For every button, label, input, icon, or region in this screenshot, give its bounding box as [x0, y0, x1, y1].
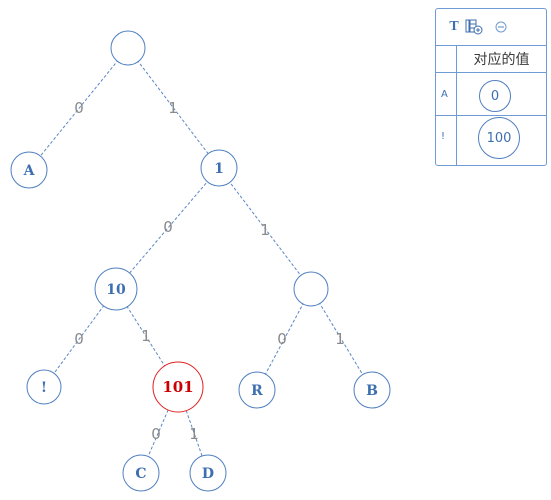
node-a-label: A: [23, 163, 36, 179]
row-key-excl: !: [441, 131, 446, 142]
node-root[interactable]: [110, 30, 146, 66]
node-101-label: 101: [162, 378, 193, 396]
value-column-header: 对应的值: [473, 52, 530, 68]
node-b-label: B: [366, 383, 378, 399]
node-d-label: D: [202, 466, 214, 482]
remove-icon[interactable]: [494, 19, 508, 35]
node-11[interactable]: [293, 271, 329, 307]
node-101[interactable]: 101: [152, 361, 204, 413]
edge-label-11-r: 0: [277, 330, 287, 348]
row-key-a: A: [441, 89, 448, 100]
node-c-label: C: [135, 466, 146, 482]
node-b[interactable]: B: [353, 371, 391, 409]
edge-root-1: [127, 47, 220, 169]
edge-label-1-10: 0: [163, 218, 173, 236]
table-header-divider: [436, 72, 546, 73]
node-excl[interactable]: !: [26, 369, 62, 405]
edge-11-r: [256, 288, 312, 391]
table-row-divider: [436, 115, 546, 116]
node-r-label: R: [251, 383, 263, 399]
edge-label-10-excl: 0: [74, 330, 84, 348]
node-r[interactable]: R: [238, 371, 276, 409]
edge-label-root-1: 1: [168, 99, 178, 117]
node-a[interactable]: A: [10, 151, 48, 189]
edge-label-101-d: 1: [189, 425, 199, 443]
edge-root-a: [28, 47, 129, 171]
text-tool-button[interactable]: T: [449, 19, 459, 34]
edge-1-11: [218, 167, 312, 290]
node-1-label: 1: [214, 161, 224, 177]
table-column-divider: [456, 45, 457, 165]
edge-label-1-11: 1: [260, 221, 270, 239]
edge-1-10: [115, 167, 220, 290]
row-value-excl[interactable]: 100: [478, 117, 520, 159]
table-toolbar: T: [436, 9, 546, 46]
edge-label-11-b: 1: [335, 330, 345, 348]
row-value-a[interactable]: 0: [479, 80, 511, 112]
node-10[interactable]: 10: [94, 267, 138, 311]
code-table-panel: T 对应的值 A 0 ! 100: [435, 8, 547, 166]
add-column-icon[interactable]: [465, 19, 483, 35]
edge-label-root-a: 0: [74, 99, 84, 117]
node-c[interactable]: C: [122, 454, 160, 492]
node-excl-label: !: [41, 380, 47, 396]
node-1[interactable]: 1: [200, 149, 238, 187]
edge-label-10-101: 1: [141, 327, 151, 345]
node-10-label: 10: [106, 282, 126, 298]
node-d[interactable]: D: [189, 454, 227, 492]
edge-label-101-c: 0: [151, 425, 161, 443]
